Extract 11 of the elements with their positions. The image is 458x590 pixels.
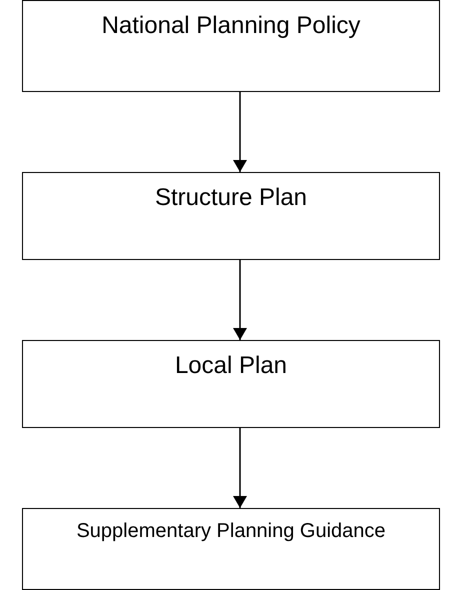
box-label: National Planning Policy [100, 11, 362, 41]
process-box [22, 508, 440, 590]
box-label: Supplementary Planning Guidance [75, 519, 387, 544]
process-box [22, 172, 440, 260]
box-label: Structure Plan [154, 183, 308, 213]
arrow [233, 428, 247, 508]
arrow [233, 260, 247, 340]
arrow [233, 92, 247, 172]
box-label: Local Plan [174, 351, 288, 381]
process-box [22, 340, 440, 428]
process-box [22, 0, 440, 92]
